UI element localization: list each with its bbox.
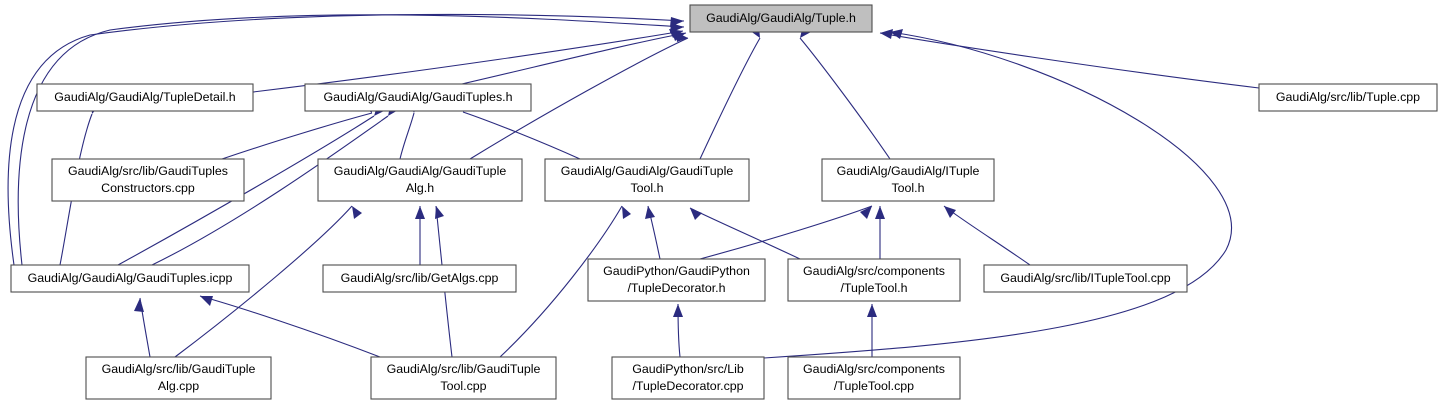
arrowhead-icon — [200, 296, 213, 306]
node-box[interactable] — [821, 158, 995, 202]
edge-gaudituplealg_h-to-gaudituples_h — [399, 112, 415, 160]
node-comp_tupletool_h[interactable]: GaudiAlg/src/components/TupleTool.h — [787, 258, 961, 302]
node-label-line: /TupleDecorator.cpp — [632, 379, 743, 393]
arrowhead-icon — [676, 32, 688, 42]
node-label-line: /TupleTool.h — [840, 281, 907, 295]
arrowhead-icon — [890, 29, 903, 39]
node-box[interactable] — [587, 258, 766, 302]
node-box[interactable] — [611, 356, 765, 400]
arrowhead-icon — [134, 298, 144, 312]
node-ituptool_h[interactable]: GaudiAlg/GaudiAlg/ITupleTool.h — [821, 158, 995, 202]
arrowhead-icon — [860, 206, 872, 219]
arrowhead-icon — [690, 208, 702, 220]
node-box[interactable] — [544, 158, 750, 202]
edge-gaudituptool_cpp-to-gaudituptool_h — [499, 205, 623, 358]
node-box[interactable] — [317, 158, 523, 202]
arrowhead-icon — [352, 206, 362, 219]
node-label-line: Alg.cpp — [158, 379, 199, 393]
arrowhead-icon — [622, 206, 631, 219]
node-label-line: /TupleTool.cpp — [834, 379, 914, 393]
node-label-line: Constructors.cpp — [101, 181, 195, 195]
node-label-line: GaudiAlg/src/lib/Tuple.cpp — [1276, 90, 1420, 104]
node-comp_tupletool_cpp[interactable]: GaudiAlg/src/components/TupleTool.cpp — [787, 356, 961, 400]
node-box[interactable] — [689, 4, 873, 33]
node-label-line: GaudiAlg/GaudiAlg/ITuple — [837, 164, 980, 178]
node-label-line: GaudiAlg/src/lib/ITupleTool.cpp — [1000, 271, 1170, 285]
arrowhead-icon — [415, 206, 425, 219]
node-box[interactable] — [322, 264, 517, 293]
node-box[interactable] — [787, 258, 961, 302]
node-label-line: GaudiAlg/GaudiAlg/TupleDetail.h — [54, 90, 235, 104]
edge-gaudituptool_cpp-to-gaudituples_icpp — [199, 295, 381, 358]
node-gaudituples_h[interactable]: GaudiAlg/GaudiAlg/GaudiTuples.h — [304, 83, 532, 112]
edge-tuple_cpp-to-tuple_h — [879, 32, 1260, 89]
node-layer: GaudiAlg/GaudiAlg/Tuple.hGaudiAlg/GaudiA… — [10, 4, 1438, 400]
node-box[interactable] — [304, 83, 532, 112]
node-label-line: GaudiAlg/src/lib/GaudiTuple — [387, 362, 541, 376]
node-label-line: GaudiAlg/src/lib/GaudiTuple — [102, 362, 256, 376]
node-ituptool_cpp[interactable]: GaudiAlg/src/lib/ITupleTool.cpp — [983, 264, 1188, 293]
edge-ituptool_cpp-to-ituptool_h — [943, 205, 1031, 266]
node-label-line: GaudiAlg/GaudiAlg/GaudiTuple — [561, 164, 734, 178]
node-box[interactable] — [983, 264, 1188, 293]
arrowhead-icon — [645, 206, 655, 219]
node-tuple_h[interactable]: GaudiAlg/GaudiAlg/Tuple.h — [689, 4, 873, 33]
node-gaudituples_icpp[interactable]: GaudiAlg/GaudiAlg/GaudiTuples.icpp — [10, 264, 250, 293]
node-gtconstructors_cpp[interactable]: GaudiAlg/src/lib/GaudiTuplesConstructors… — [51, 158, 245, 202]
edge-gaudituples_icpp-to-tuple_h — [7, 13, 685, 266]
edge-gaudituples_icpp-to-gaudituples_h — [117, 115, 375, 266]
node-label-line: GaudiAlg/src/lib/GaudiTuples — [68, 164, 228, 178]
node-box[interactable] — [10, 264, 250, 293]
edge-gaudituptool_h-to-tuple_h — [699, 37, 761, 160]
node-label-line: Tool.cpp — [440, 379, 486, 393]
node-label-line: Tool.h — [891, 181, 924, 195]
node-label-line: GaudiAlg/src/components — [803, 264, 945, 278]
node-box[interactable] — [51, 158, 245, 202]
edge-ituptool_h-to-tuple_h — [799, 37, 891, 160]
node-label-line: GaudiPython/GaudiPython — [603, 264, 750, 278]
node-tupledecorator_h[interactable]: GaudiPython/GaudiPython/TupleDecorator.h — [587, 258, 766, 302]
node-label-line: GaudiAlg/GaudiAlg/GaudiTuples.h — [324, 90, 513, 104]
node-box[interactable] — [36, 83, 254, 112]
node-label-line: GaudiAlg/GaudiAlg/GaudiTuple — [334, 164, 507, 178]
node-label-line: GaudiAlg/GaudiAlg/Tuple.h — [706, 11, 856, 25]
node-label-line: GaudiAlg/src/components — [803, 362, 945, 376]
node-box[interactable] — [370, 356, 557, 400]
node-label-line: GaudiAlg/src/lib/GetAlgs.cpp — [341, 271, 499, 285]
edge-gtconstructors_cpp-to-gaudituples_h — [221, 112, 373, 160]
arrowhead-icon — [670, 23, 684, 33]
node-label-line: GaudiPython/src/Lib — [632, 362, 744, 376]
edge-gaudituples_icpp-to-tuple_h — [17, 14, 685, 266]
edge-comp_tupletool_h-to-gaudituptool_h — [689, 207, 801, 260]
edge-gaudituptool_h-to-gaudituples_h — [462, 111, 581, 160]
node-tupledecorator_cpp[interactable]: GaudiPython/src/Lib/TupleDecorator.cpp — [611, 356, 765, 400]
edge-gaudituples_h-to-tuple_h — [461, 32, 687, 85]
node-box[interactable] — [787, 356, 961, 400]
edge-gaudituplealg_cpp-to-gaudituplealg_h — [174, 205, 353, 358]
node-label-line: Tool.h — [630, 181, 663, 195]
node-label-line: Alg.h — [406, 181, 434, 195]
edge-gaudituples_icpp-to-gaudituples_h — [151, 115, 389, 266]
arrowhead-icon — [880, 29, 893, 39]
node-box[interactable] — [85, 356, 272, 400]
edge-tupledecorator_h-to-ituptool_h — [699, 205, 873, 260]
arrowhead-icon — [867, 304, 877, 317]
node-label-line: GaudiAlg/GaudiAlg/GaudiTuples.icpp — [28, 271, 233, 285]
node-getalgs_cpp[interactable]: GaudiAlg/src/lib/GetAlgs.cpp — [322, 264, 517, 293]
arrowhead-icon — [875, 206, 885, 219]
edge-tupledecorator_cpp-to-tuple_h — [763, 31, 1233, 359]
edge-gaudituplealg_h-to-tuple_h — [469, 37, 689, 160]
node-label-line: /TupleDecorator.h — [627, 281, 725, 295]
node-tupledetail_h[interactable]: GaudiAlg/GaudiAlg/TupleDetail.h — [36, 83, 254, 112]
arrowhead-icon — [944, 206, 956, 218]
arrowhead-icon — [673, 304, 683, 317]
node-tuple_cpp[interactable]: GaudiAlg/src/lib/Tuple.cpp — [1258, 83, 1438, 112]
arrowhead-icon — [435, 206, 444, 219]
node-box[interactable] — [1258, 83, 1438, 112]
